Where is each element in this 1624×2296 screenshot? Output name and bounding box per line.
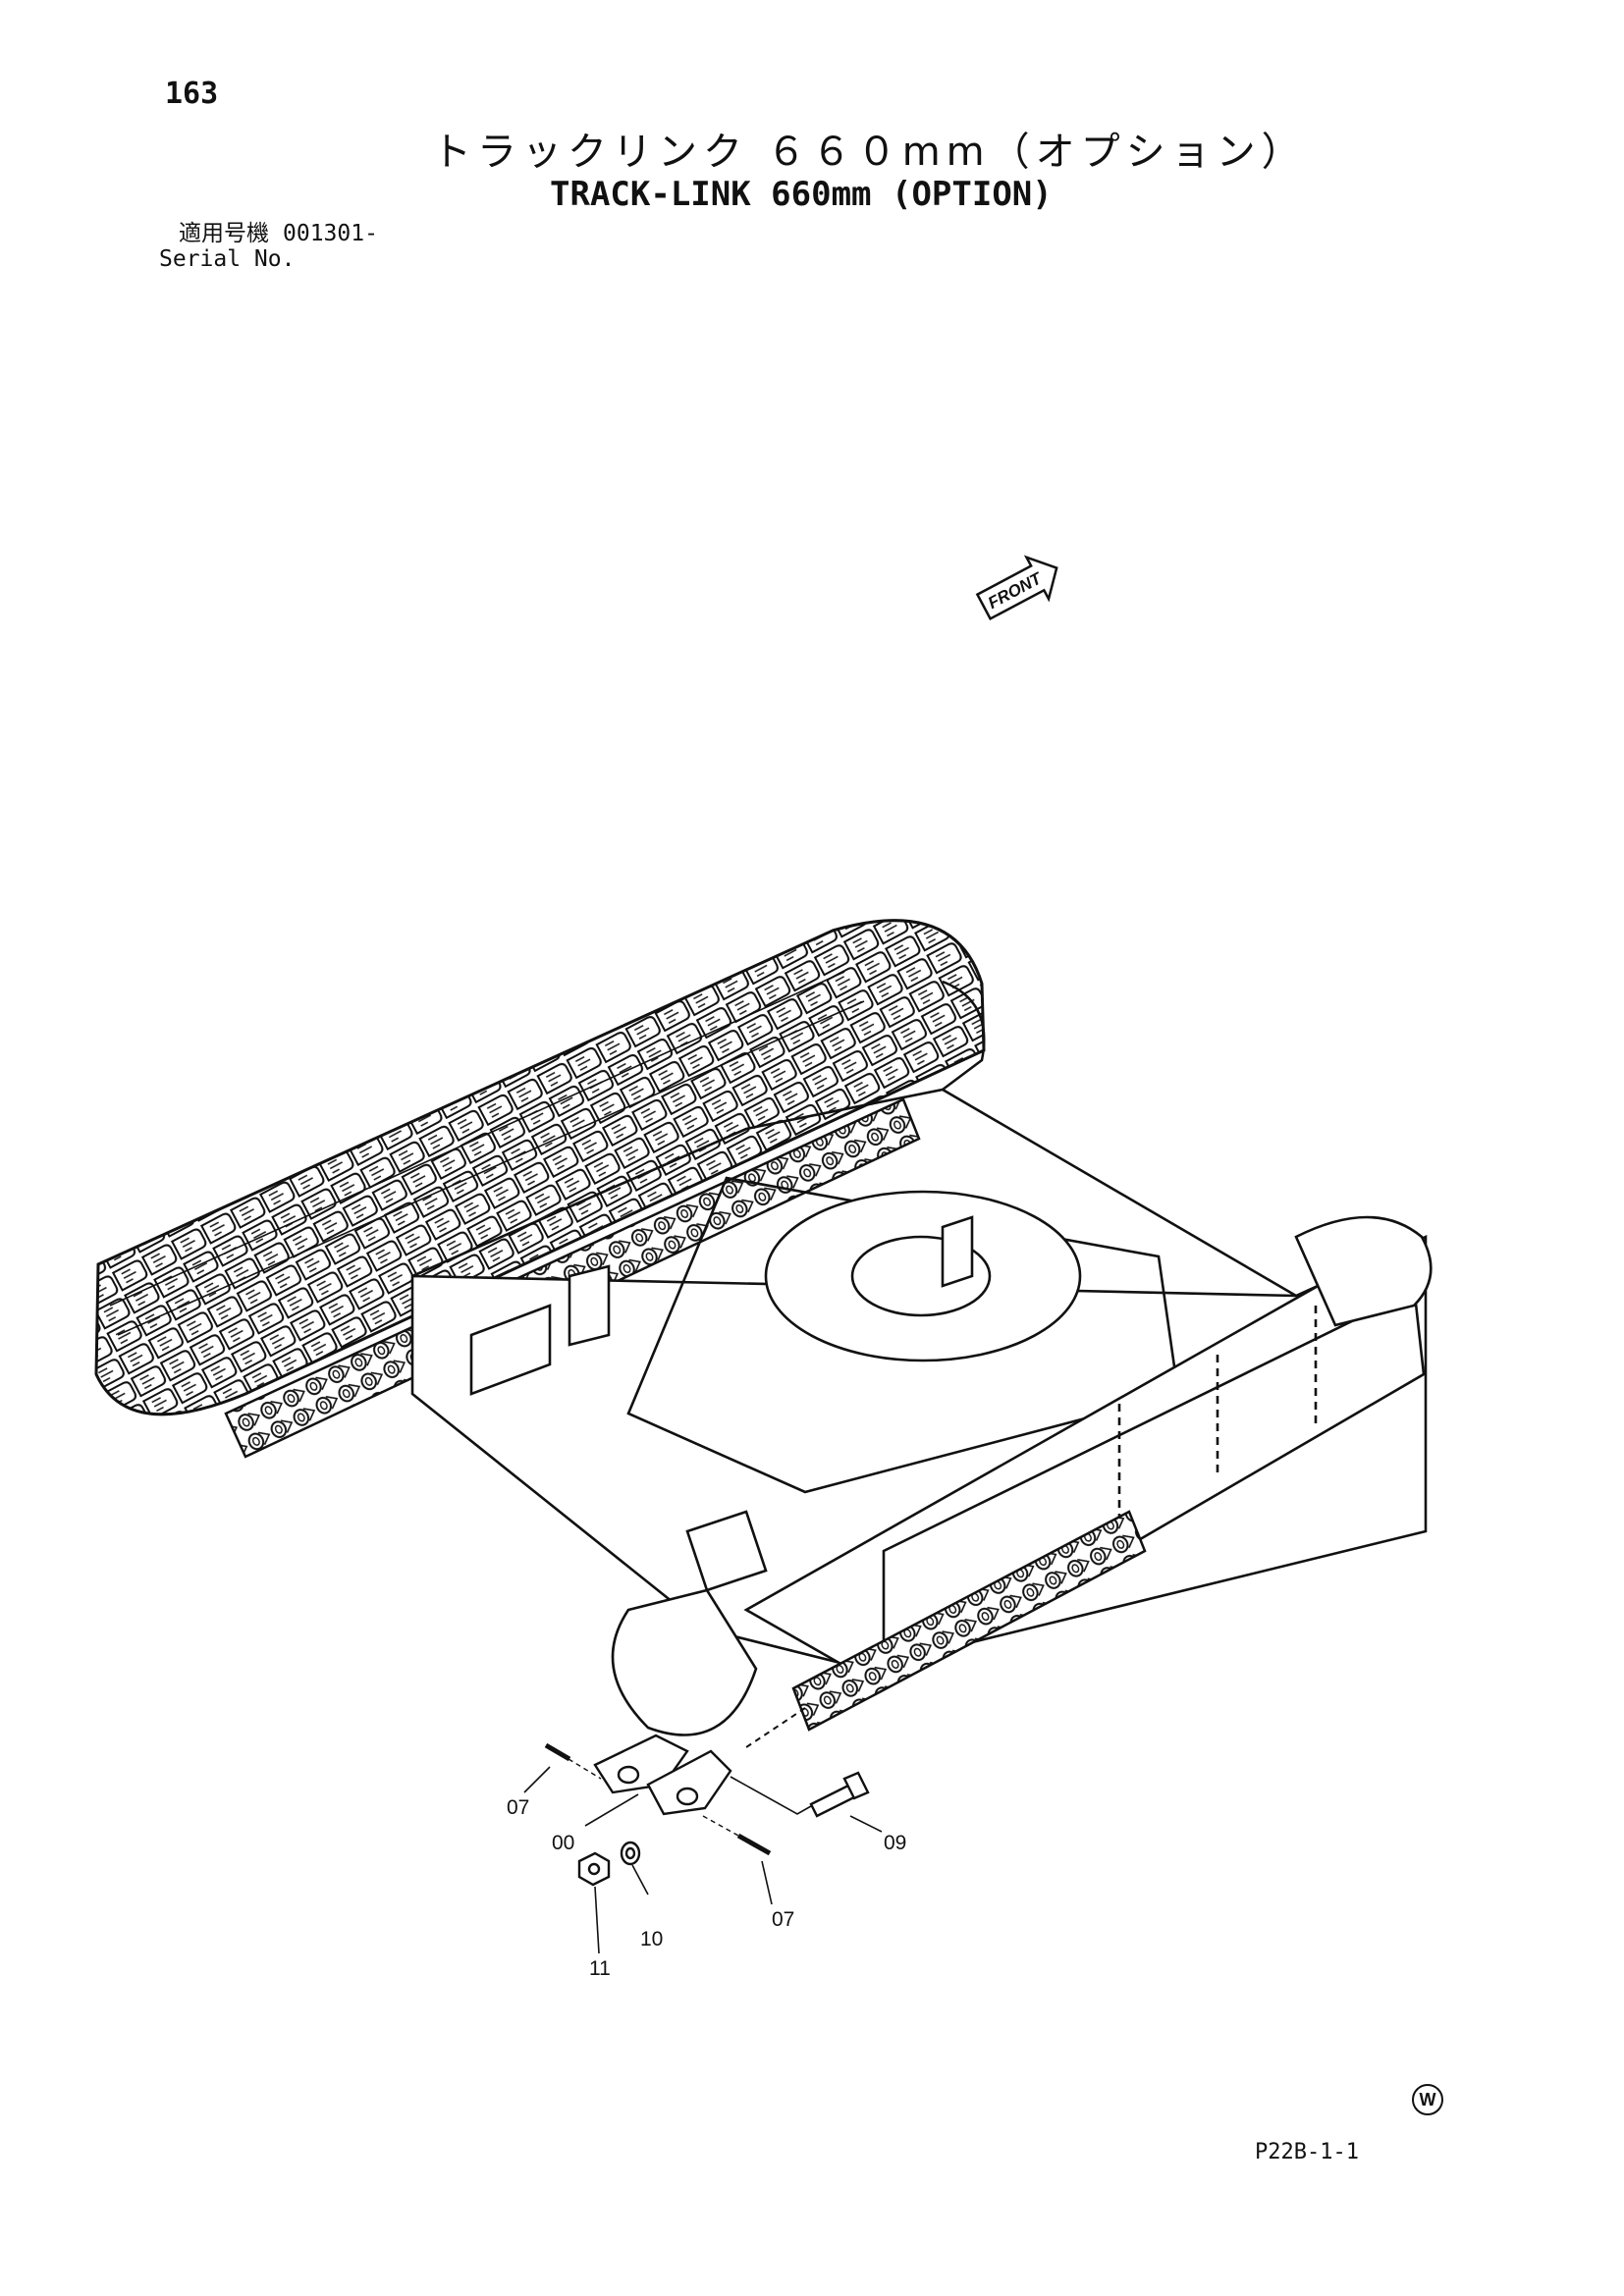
front-arrow-icon: FRONT: [975, 555, 1058, 621]
track-frame: [410, 1088, 1433, 1736]
page-title-english: TRACK-LINK 660mm (OPTION): [550, 175, 1053, 214]
callout-nut: 11: [589, 1957, 611, 1980]
callout-bolt: 09: [884, 1832, 906, 1854]
serial-number-value: 001301-: [283, 221, 378, 246]
serial-number-block: 適用号機 001301- Serial No.: [159, 221, 378, 272]
serial-label-japanese: 適用号機: [179, 221, 269, 246]
exploded-link-parts: [523, 1734, 883, 1954]
page-code: P22B-1-1: [1255, 2140, 1359, 2164]
callout-pin-lower: 07: [772, 1908, 794, 1931]
callout-link: 00: [552, 1832, 574, 1854]
callout-pin-upper: 07: [507, 1796, 529, 1819]
right-track-link-chain: [745, 1510, 1147, 1748]
serial-label-english: Serial No.: [159, 246, 296, 272]
page-title-japanese: トラックリンク ６６０mm（オプション）: [432, 130, 1307, 175]
manufacturer-mark: W: [1412, 2084, 1443, 2115]
callout-washer: 10: [640, 1928, 663, 1950]
page-number: 163: [165, 77, 219, 111]
serial-row-jp: 適用号機 001301-: [159, 221, 378, 246]
